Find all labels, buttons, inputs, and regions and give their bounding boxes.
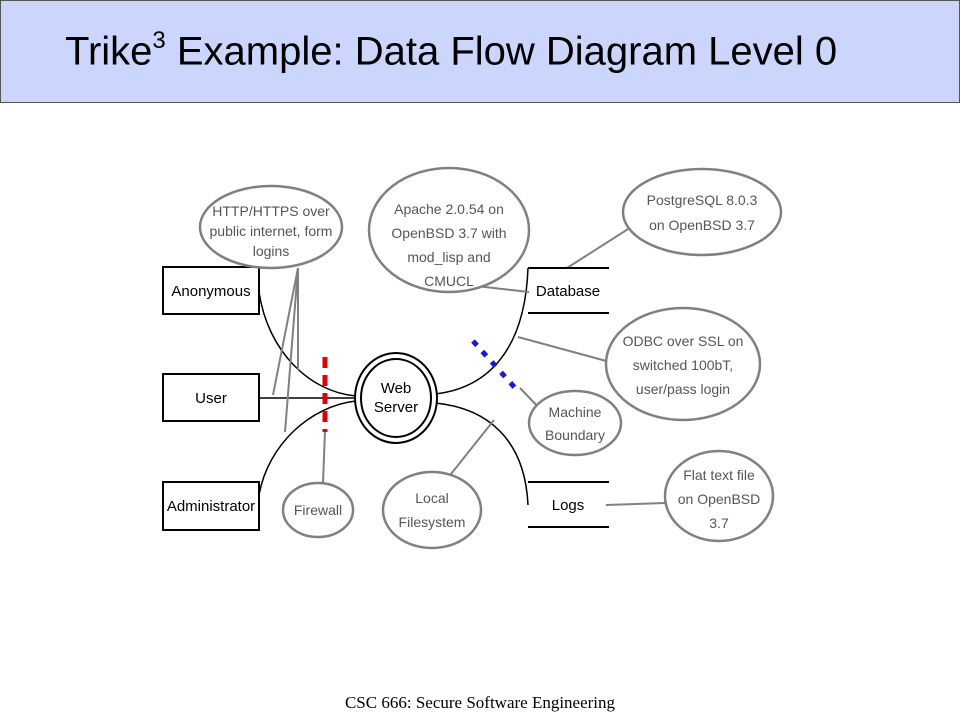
entity-user-label: User: [195, 390, 227, 407]
flow-anonymous-webserver: [258, 291, 357, 397]
annotation-odbc-line2: switched 100bT,: [633, 357, 733, 373]
title-bar: Trike3 Example: Data Flow Diagram Level …: [0, 0, 960, 103]
annotation-machine-line1: Machine: [549, 404, 602, 420]
annotation-apache-line3: mod_lisp and: [407, 249, 490, 265]
entity-anonymous: Anonymous: [162, 266, 260, 315]
annotation-localfs-line2: Filesystem: [399, 514, 466, 530]
annotation-local-filesystem: Local Filesystem: [381, 470, 483, 550]
connector-flatfile-logs: [605, 502, 666, 506]
annotation-postgres-line1: PostgreSQL 8.0.3: [647, 192, 758, 208]
annotation-http-line1: HTTP/HTTPS over: [212, 203, 330, 219]
annotation-odbc-line3: user/pass login: [636, 381, 730, 397]
flow-administrator-webserver: [258, 400, 357, 496]
entity-administrator-label: Administrator: [167, 498, 255, 515]
annotation-http: HTTP/HTTPS over public internet, form lo…: [198, 184, 344, 270]
slide-footer: CSC 666: Secure Software Engineering: [344, 693, 616, 712]
entity-user: User: [162, 373, 260, 422]
flow-webserver-logs: [434, 402, 529, 506]
process-label-line2: Server: [374, 399, 418, 416]
slide-title: Trike3 Example: Data Flow Diagram Level …: [65, 27, 838, 74]
connector-http-user: [284, 267, 299, 433]
annotation-flat-file: Flat text file on OpenBSD 3.7: [663, 449, 775, 543]
annotation-machine-boundary: Machine Boundary: [527, 389, 623, 457]
connector-firewall: [322, 429, 326, 484]
annotation-odbc: ODBC over SSL on switched 100bT, user/pa…: [604, 306, 762, 422]
store-database: Database: [528, 267, 609, 314]
title-main: Trike: [65, 29, 153, 74]
store-database-label: Database: [536, 283, 600, 300]
annotation-apache: Apache 2.0.54 on OpenBSD 3.7 with mod_li…: [367, 166, 531, 294]
annotation-postgres: PostgreSQL 8.0.3 on OpenBSD 3.7: [621, 167, 783, 257]
process-label-line1: Web: [381, 380, 412, 397]
annotation-flatfile-line1: Flat text file: [683, 467, 755, 483]
annotation-postgres-line2: on OpenBSD 3.7: [649, 217, 755, 233]
data-flows: [258, 267, 529, 506]
annotation-http-line2: public internet, form: [210, 223, 333, 239]
annotation-machine-line2: Boundary: [545, 427, 605, 443]
store-logs: Logs: [528, 481, 609, 528]
annotation-connectors: [272, 223, 666, 506]
connector-odbc-flow: [517, 336, 611, 363]
entity-administrator: Administrator: [162, 481, 260, 531]
machine-boundary-line: [471, 339, 518, 391]
title-rest: Example: Data Flow Diagram Level 0: [165, 29, 838, 74]
annotation-odbc-line1: ODBC over SSL on: [623, 333, 744, 349]
entity-anonymous-label: Anonymous: [171, 283, 250, 300]
flow-webserver-database: [434, 267, 529, 395]
annotation-apache-line1: Apache 2.0.54 on: [394, 201, 504, 217]
connector-postgres-database: [566, 223, 637, 269]
annotation-flatfile-line2: on OpenBSD: [678, 491, 761, 507]
connector-apache-database: [475, 285, 530, 293]
annotation-firewall-line1: Firewall: [294, 502, 342, 518]
annotation-apache-line4: CMUCL: [424, 273, 474, 289]
annotation-firewall: Firewall: [281, 481, 355, 539]
title-superscript: 3: [152, 27, 166, 54]
store-logs-label: Logs: [552, 497, 585, 514]
annotation-http-line3: logins: [253, 243, 290, 259]
annotation-localfs-line1: Local: [415, 490, 448, 506]
annotation-apache-line2: OpenBSD 3.7 with: [391, 225, 506, 241]
connector-localfs: [450, 419, 495, 475]
process-web-server: Web Server: [354, 352, 438, 444]
annotation-flatfile-line3: 3.7: [709, 515, 729, 531]
connector-http-anonymous: [272, 267, 299, 396]
